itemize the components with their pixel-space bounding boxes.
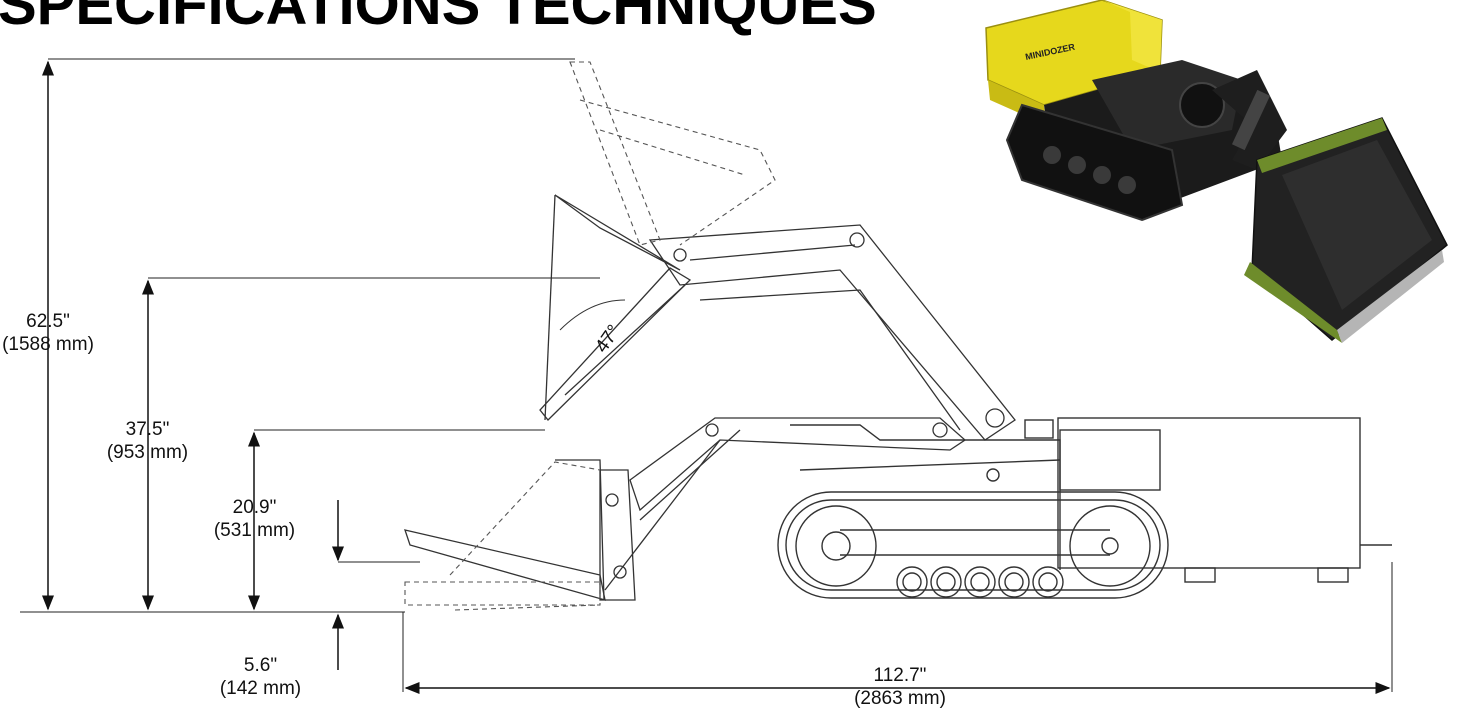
overall-length-mm: (2863 mm) <box>854 688 946 709</box>
lower-bucket <box>404 459 636 601</box>
upper-bucket-dashed <box>569 61 776 246</box>
overall-height-in: 62.5" <box>26 311 70 332</box>
hinge-pin-height-mm: (531 mm) <box>213 520 296 541</box>
dig-depth-in: 5.6" <box>243 655 278 676</box>
overall-height-label: 62.5" (1588 mm) <box>2 310 94 356</box>
overall-height-mm: (1588 mm) <box>2 334 94 355</box>
lower-arm <box>604 417 967 591</box>
dump-angle-arc <box>559 299 626 331</box>
hinge-pin-height-label: 20.9" (531 mm) <box>212 496 297 542</box>
dimension-lines <box>20 58 1393 692</box>
dig-depth-label: 5.6" (142 mm) <box>218 654 303 700</box>
upper-arm <box>648 224 1016 441</box>
vertical-arrows <box>42 60 1391 694</box>
dump-height-in: 37.5" <box>125 419 170 440</box>
road-wheels <box>896 566 1064 598</box>
hinge-pin-height-in: 20.9" <box>232 497 277 518</box>
page-title: SPÉCIFICATIONS TECHNIQUES <box>0 0 877 37</box>
dig-depth-mm: (142 mm) <box>219 678 302 699</box>
dump-height-label: 37.5" (953 mm) <box>105 418 190 464</box>
upper-bucket <box>539 194 692 421</box>
dump-angle-label: 47° <box>591 321 625 357</box>
track-assembly <box>777 491 1169 599</box>
lower-bucket-dashed <box>404 461 601 611</box>
dump-height-mm: (953 mm) <box>106 442 189 463</box>
machine-body <box>790 417 1392 583</box>
overall-length-label: 112.7" (2863 mm) <box>845 664 955 710</box>
overall-length-in: 112.7" <box>873 665 927 686</box>
product-photo: MINIDOZER <box>985 0 1448 343</box>
